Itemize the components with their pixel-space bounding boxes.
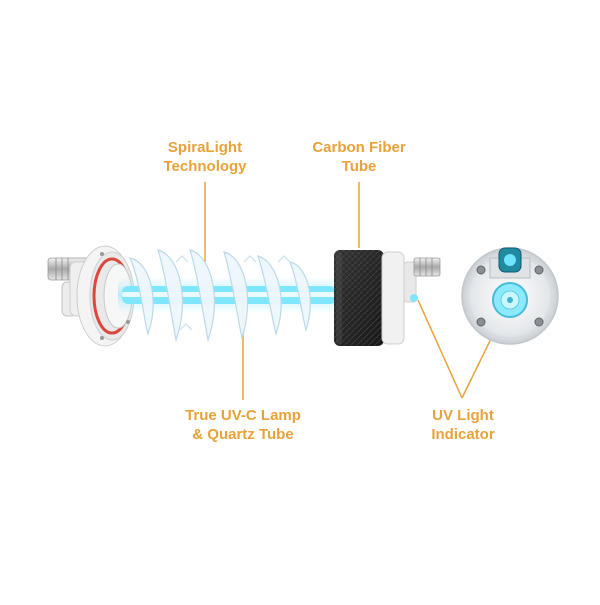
spiralight-label-line2: Technology [163,158,247,175]
spiral-blade-4 [223,251,249,341]
airflow-arrows [175,255,291,331]
screw-top-right [534,265,544,275]
side-indicator-light [410,294,418,302]
spiral-blade-1 [128,257,154,336]
uvc-lamp-label-line2: & Quartz Tube [192,426,294,443]
screw-bottom-right [534,317,544,327]
indicator-leader-line-a [417,299,463,399]
spiral-blade-6 [289,261,311,333]
carbon-fiber-tube [334,250,384,346]
spiral-blade-5 [257,255,282,337]
spiralight-label-line1: SpiraLight [167,139,243,156]
screw-bottom-left [476,317,486,327]
carbon-fiber-label-line1: Carbon Fiber [312,139,406,156]
spiral-blade-2 [157,249,183,343]
right-end-cap [381,251,441,345]
uv-indicator-label-line2: Indicator [431,426,495,443]
uv-indicator-callout: UV Light Indicator [408,406,518,444]
uv-indicator-label-line1: UV Light [432,407,494,424]
uvc-lamp-callout: True UV-C Lamp & Quartz Tube [168,406,318,444]
uvc-lamp-label-line1: True UV-C Lamp [185,407,301,424]
carbon-fiber-label-line2: Tube [341,158,377,175]
spiralight-callout: SpiraLight Technology [150,138,260,176]
end-view-disc [461,247,559,345]
carbon-fiber-callout: Carbon Fiber Tube [300,138,418,176]
screw-top-left [476,265,486,275]
spiral-blade-3 [189,249,215,343]
spiral-blades [128,249,311,343]
